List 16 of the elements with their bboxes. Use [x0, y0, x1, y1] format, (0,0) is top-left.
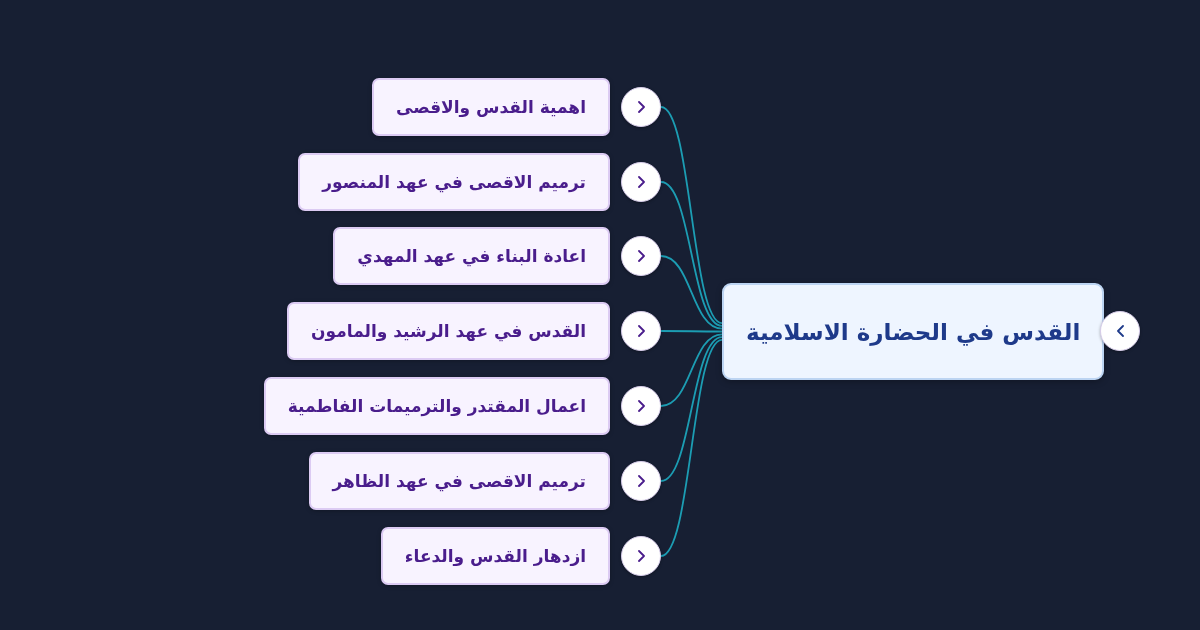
- subtopic-text: اعمال المقتدر والترميمات الفاطمية: [287, 396, 586, 416]
- central-topic-text: القدس في الحضارة الاسلامية: [746, 318, 1081, 345]
- connector-line: [660, 339, 723, 557]
- subtopic-text: ترميم الاقصى في عهد الظاهر: [332, 471, 586, 491]
- subtopic-text: اهمية القدس والاقصى: [396, 97, 586, 117]
- subtopic-text: ترميم الاقصى في عهد المنصور: [322, 172, 586, 192]
- connector-line: [660, 336, 723, 482]
- connector-line: [660, 333, 723, 407]
- connector-line: [660, 330, 723, 333]
- connector-line: [660, 106, 723, 324]
- subtopic-text: ازدهار القدس والدعاء: [404, 546, 586, 566]
- connector-line: [660, 181, 723, 327]
- central-topic-card: [722, 283, 1105, 380]
- subtopic-text: القدس في عهد الرشيد والمامون: [311, 321, 586, 341]
- connector-line: [660, 255, 723, 330]
- subtopic-text: اعادة البناء في عهد المهدي: [357, 246, 586, 266]
